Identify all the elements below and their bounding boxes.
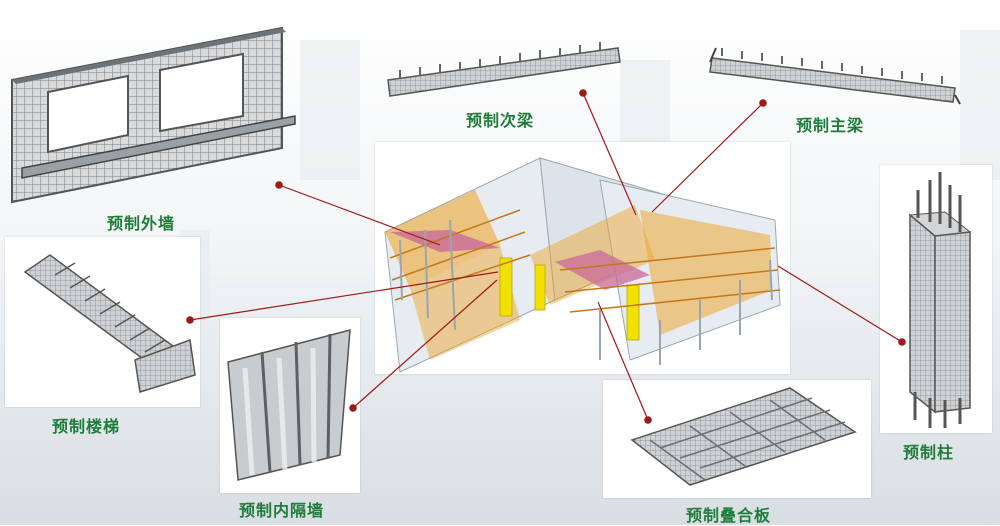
leader-dot [898, 338, 906, 346]
leader-line-stair [189, 271, 499, 321]
leader-dot [644, 416, 652, 424]
label-stair: 预制楼梯 [52, 417, 121, 436]
leader-dot [275, 181, 283, 189]
leader-line-secondary-beam [582, 92, 637, 216]
composite-slab-illustration [630, 387, 857, 486]
building-structure-illustration [384, 157, 781, 373]
column-illustration [908, 172, 972, 428]
leader-line-exterior-wall [278, 184, 441, 246]
leader-line-main-beam [651, 102, 764, 213]
leader-line-composite-slab [597, 301, 649, 421]
background-building [300, 40, 360, 180]
partition-wall-illustration [227, 329, 351, 481]
leader-dot [759, 99, 767, 107]
label-partition-wall: 预制内隔墙 [239, 501, 325, 520]
secondary-beam-illustration [387, 42, 621, 97]
leader-dot [579, 89, 587, 97]
leader-lines [186, 89, 906, 424]
main-beam-illustration [709, 47, 961, 105]
label-exterior-wall: 预制外墙 [107, 214, 176, 233]
label-main-beam: 预制主梁 [796, 116, 865, 135]
stair-illustration [23, 254, 196, 393]
background-building [960, 30, 1000, 180]
leader-line-partition-wall [352, 279, 498, 409]
label-secondary-beam: 预制次梁 [466, 111, 535, 130]
label-composite-slab: 预制叠合板 [686, 506, 772, 525]
leader-line-column [777, 265, 903, 343]
label-column: 预制柱 [903, 443, 955, 462]
leader-dot [186, 316, 194, 324]
exterior-wall-illustration [11, 26, 296, 204]
leader-dot [349, 404, 357, 412]
